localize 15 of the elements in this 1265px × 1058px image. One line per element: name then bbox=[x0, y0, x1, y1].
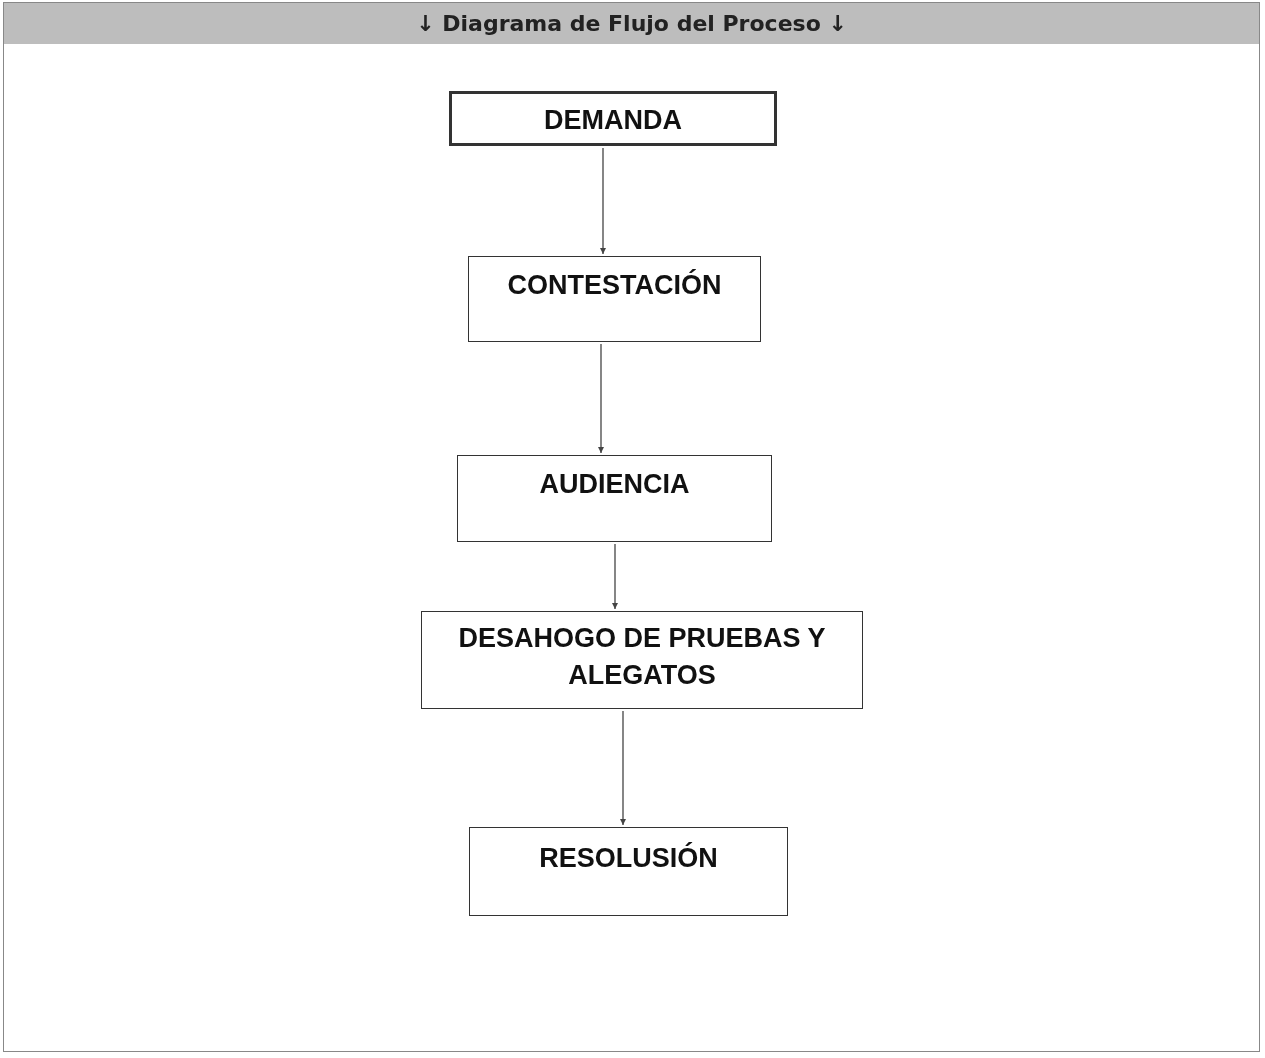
process-box bbox=[469, 827, 788, 916]
arrow bbox=[619, 710, 627, 826]
arrow bbox=[599, 147, 607, 255]
process-box bbox=[468, 256, 761, 342]
box-label: AUDIENCIA bbox=[538, 468, 691, 501]
diagram-title: ↓ Diagrama de Flujo del Proceso ↓ bbox=[416, 11, 847, 36]
box-label: DESAHOGO DE PRUEBAS Y ALEGATOS bbox=[457, 622, 827, 692]
arrow bbox=[597, 343, 605, 454]
process-box bbox=[457, 455, 772, 542]
box-label: CONTESTACIÓN bbox=[506, 268, 723, 302]
process-box bbox=[449, 91, 777, 146]
box-label: RESOLUSIÓN bbox=[538, 841, 719, 875]
process-box bbox=[421, 611, 863, 709]
arrow bbox=[611, 543, 619, 610]
box-label: DEMANDA bbox=[543, 104, 683, 137]
